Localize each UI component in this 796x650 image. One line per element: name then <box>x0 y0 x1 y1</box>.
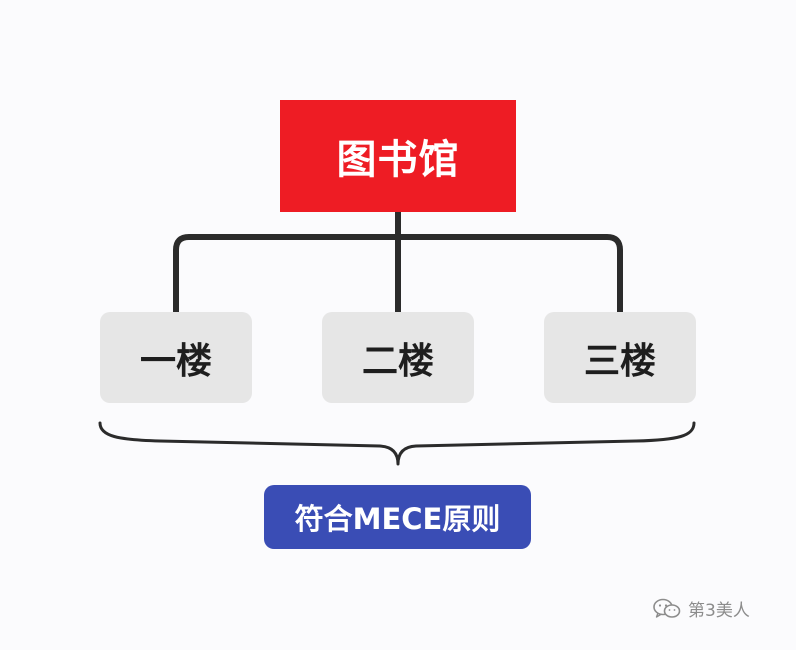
root-node-library: 图书馆 <box>280 100 516 212</box>
child-node-label: 一楼 <box>139 340 212 382</box>
child-node-floor-2: 二楼 <box>322 312 474 403</box>
principle-label: 符合MECE原则 <box>294 502 501 536</box>
tree-connector <box>173 209 623 317</box>
child-node-floor-1: 一楼 <box>100 312 252 403</box>
wechat-icon <box>652 597 682 621</box>
grouping-brace <box>98 421 696 466</box>
child-node-floor-3: 三楼 <box>544 312 696 403</box>
watermark: 第3美人 <box>652 596 750 621</box>
root-node-label: 图书馆 <box>336 137 460 183</box>
watermark-text: 第3美人 <box>688 601 750 621</box>
mece-principle-badge: 符合MECE原则 <box>264 485 531 549</box>
child-node-label: 二楼 <box>361 340 434 382</box>
child-node-label: 三楼 <box>583 340 656 382</box>
